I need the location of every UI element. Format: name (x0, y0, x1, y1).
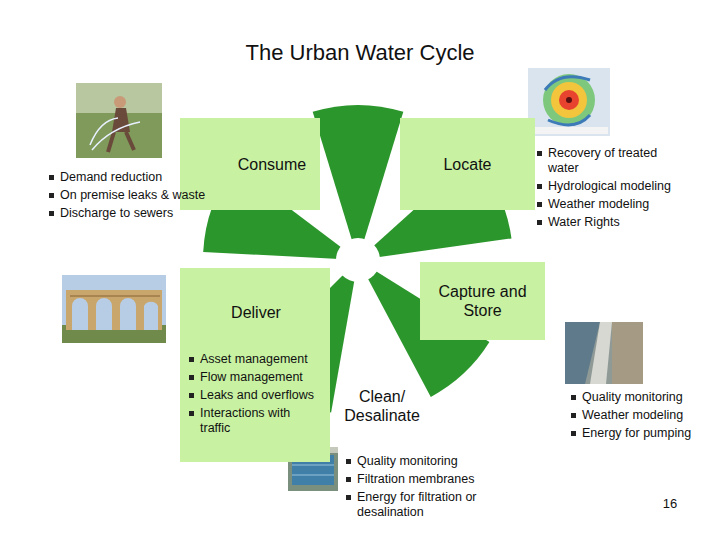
stage-name: Deliver (188, 272, 324, 352)
bullet-item: Filtration membranes (345, 472, 535, 487)
sprinkler-photo (76, 83, 162, 158)
bullet-item: Quality monitoring (345, 454, 535, 469)
hurricane-photo (528, 68, 610, 136)
stage-name: Locate (406, 155, 529, 174)
stage-label: Clean/ Desalinate (332, 378, 432, 434)
bullet-item: Flow management (188, 370, 324, 385)
bullet-item: Energy for pumping (570, 426, 710, 441)
stage-name: Consume (230, 155, 314, 174)
wheel-hub (336, 238, 380, 282)
bullet-item: Hydrological modeling (536, 179, 686, 194)
stage-panel: DeliverAsset managementFlow managementLe… (180, 268, 330, 462)
bullet-item: Recovery of treated water (536, 146, 686, 176)
dam-photo (565, 322, 643, 384)
page-number: 16 (650, 496, 690, 512)
bullet-list: Demand reduction On premise leaks & waste… (48, 170, 248, 224)
bullet-list: Quality monitoringWeather modelingEnergy… (570, 390, 710, 444)
bullet-item: Interactions with traffic (188, 406, 324, 436)
slide-title: The Urban Water Cycle (0, 40, 720, 66)
bullet-item: Quality monitoring (570, 390, 710, 405)
bullet-list: Recovery of treated waterHydrological mo… (536, 146, 686, 233)
bullet-item: Weather modeling (570, 408, 710, 423)
bullet-item: Asset management (188, 352, 324, 367)
bullet-item: Leaks and overflows (188, 388, 324, 403)
stage-name: Clean/ Desalinate (336, 387, 428, 425)
bullet-item: Demand reduction (48, 170, 248, 185)
bullet-list: Quality monitoringFiltration membranesEn… (345, 454, 535, 523)
bullet-item: On premise leaks & waste (48, 188, 248, 203)
stage-name: Capture and Store (426, 282, 539, 320)
page-number-box: 16 (650, 496, 690, 512)
bullet-item: Energy for filtration or desalination (345, 490, 535, 520)
aqueduct-photo (62, 275, 166, 343)
bullet-item: Weather modeling (536, 197, 686, 212)
stage-panel: Locate (400, 118, 535, 210)
bullet-item: Discharge to sewers (48, 206, 248, 221)
bullet-item: Water Rights (536, 215, 686, 230)
stage-panel: Capture and Store (420, 262, 545, 340)
